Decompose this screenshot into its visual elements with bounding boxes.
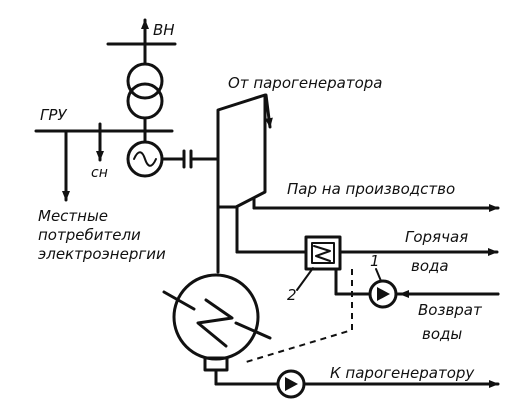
steam-production-label: Пар на производство: [287, 180, 455, 198]
transformer-winding-2: [126, 82, 164, 120]
turbine: [216, 93, 267, 209]
heater-coil-icon: [313, 245, 331, 262]
condenser-coil-icon: [196, 298, 234, 348]
feed-pump-triangle-icon: [285, 377, 298, 391]
generator-sine-icon: [133, 151, 157, 167]
condenser: [172, 273, 260, 361]
heater-number: 2: [287, 286, 297, 304]
network-pump-triangle-icon: [377, 287, 390, 301]
cooling-water-in: [162, 290, 196, 311]
local-consumers-label: Местные потребители электроэнергии: [38, 207, 166, 263]
heater-drain-dashed: [245, 269, 353, 363]
return-water-label: Возврат воды: [418, 301, 487, 343]
steam-inlet-arrow: [264, 93, 273, 129]
auxiliary-label: сн: [91, 165, 108, 181]
to-steam-gen-label: К парогенератору: [330, 364, 475, 382]
pump-number: 1: [370, 252, 380, 270]
vn-label: ВН: [153, 21, 175, 39]
cooling-water-out: [234, 321, 272, 340]
network-heater-inner: [311, 242, 335, 264]
heater-number-leader: [296, 267, 314, 291]
pump-number-leader: [375, 268, 382, 282]
transformer-winding-1: [126, 62, 164, 100]
from-steam-gen-label: От парогенератора: [228, 74, 383, 92]
gru-label: ГРУ: [40, 106, 67, 124]
hot-water-label: Горячая вода: [405, 228, 473, 275]
